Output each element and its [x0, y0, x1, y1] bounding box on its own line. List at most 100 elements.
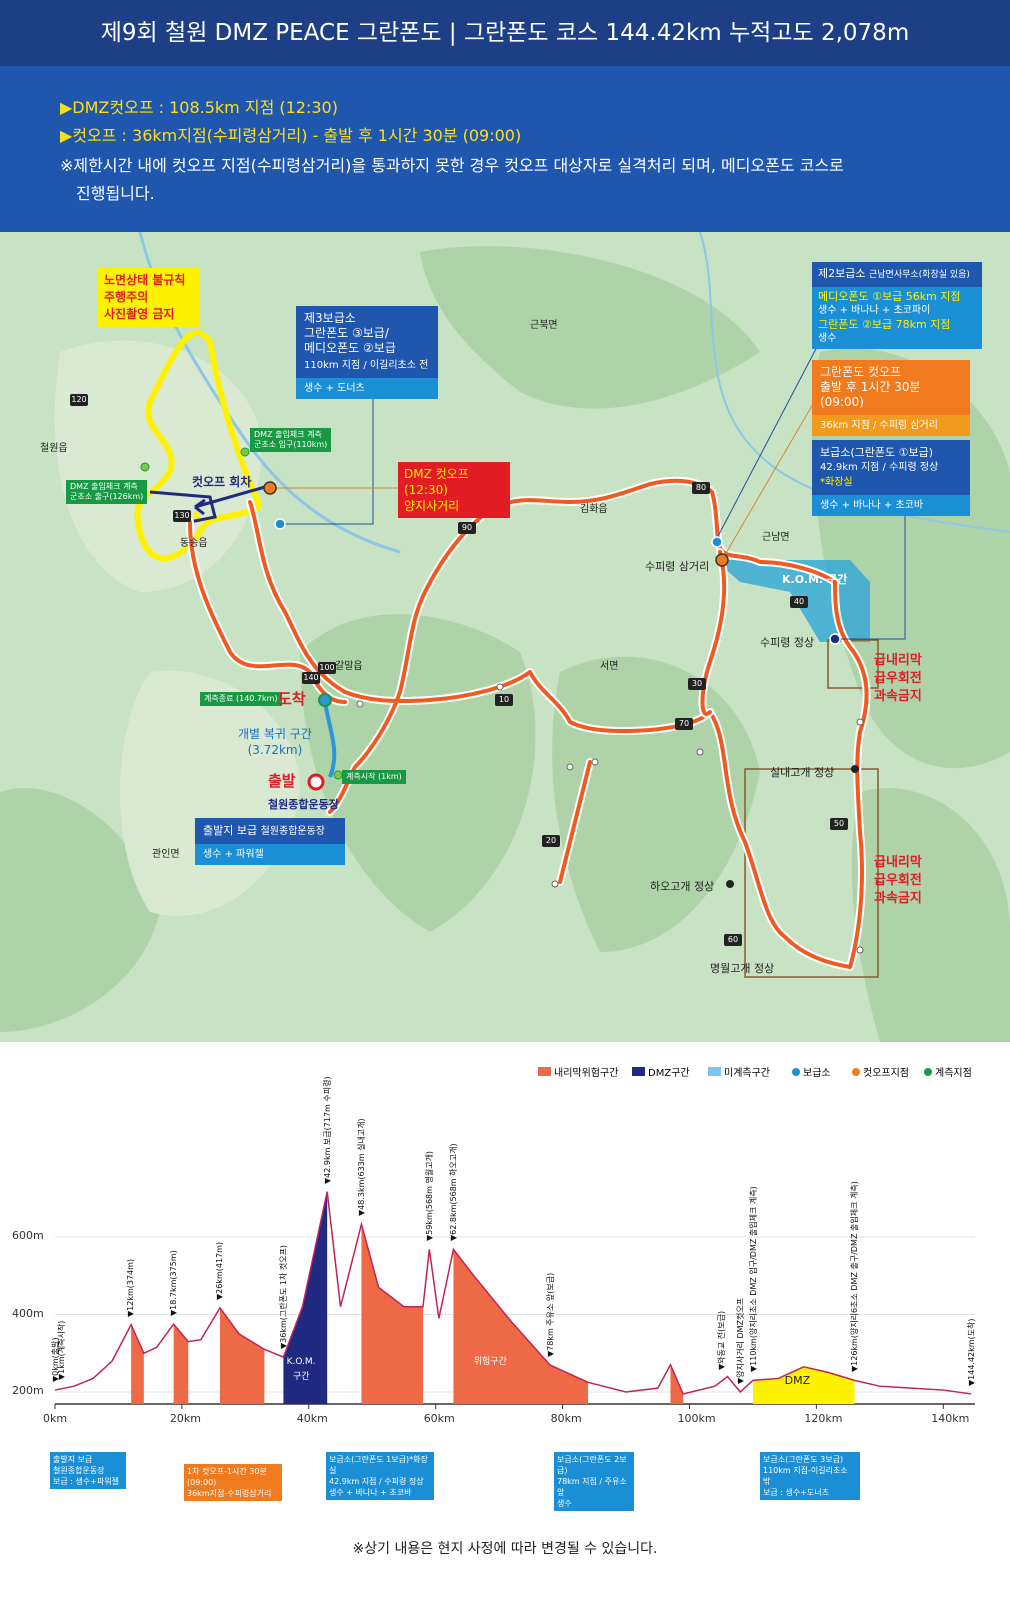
supiryeong-summit-label: 수피령 정상 — [760, 636, 815, 649]
danger-zone — [173, 1324, 189, 1404]
kom-zone-label: K.O.M. — [286, 1357, 316, 1367]
supply2-box: 제2보급소 근남면사무소(화장실 있음) 메디오폰도 ①보급 56km 지점 생… — [812, 262, 982, 349]
dmz-zone — [752, 1366, 855, 1404]
km-marker: 90 — [458, 522, 476, 534]
km-marker: 60 — [724, 934, 742, 946]
peak-annotation: ▼1km(계측시작) — [57, 1320, 67, 1381]
peak-annotation: ▼48.3km(633m 실내고개) — [357, 1118, 367, 1217]
peak-annotation: ▼42.9km 보급(717m 수피령) — [323, 1076, 333, 1184]
silnae-summit-label: 실내고개 정상 — [770, 766, 835, 779]
town-label: 관인면 — [152, 849, 180, 860]
peak-annotation: ▼110km(양지리초소 DMZ 입구/DMZ 출입체크 계측) — [748, 1186, 758, 1373]
cutoff-turn-label: 컷오프 회차 — [192, 475, 252, 489]
town-label: 근북면 — [530, 320, 558, 331]
x-tick-label: 0km — [43, 1412, 68, 1425]
km-marker: 30 — [688, 678, 706, 690]
cutoff-notice-cont: 진행됩니다. — [76, 184, 155, 203]
km-marker: 20 — [542, 835, 560, 847]
x-tick-label: 60km — [423, 1412, 455, 1425]
supply1-box: 보급소(그란폰도 ①보급) 42.9km 지점 / 수피령 정상 *화장실 생수… — [812, 440, 970, 516]
peak-annotation: ▼와동교 전(보급) — [717, 1311, 727, 1371]
x-tick-label: 80km — [550, 1412, 582, 1425]
myeongwol-summit-label: 명월고개 정상 — [710, 962, 775, 975]
cutoff-notice: ※제한시간 내에 컷오프 지점(수피령삼거리)을 통과하지 못한 경우 컷오프 … — [60, 156, 844, 175]
map-canvas — [0, 232, 1010, 1042]
elevation-line — [54, 1191, 972, 1395]
y-tick-label: 400m — [12, 1306, 44, 1320]
gran-cutoff-box: 그란폰도 컷오프 출발 후 1시간 30분 (09:00) 36km 지점 / … — [812, 360, 970, 436]
timing-end-tag: 계측종료 (140.7km) — [200, 692, 282, 706]
kom-label: K.O.M. 구간 — [782, 573, 848, 586]
peak-annotation: ▼62.8km(568m 하오고개) — [449, 1143, 459, 1242]
dmz-cutoff-box: DMZ 컷오프(12:30) 양지사거리 — [398, 462, 510, 518]
dmz-cutoff-line: ▶DMZ컷오프 : 108.5km 지점 (12:30) — [60, 98, 338, 117]
legend-item: 미계측구간 — [708, 1064, 770, 1079]
peak-annotation: ▼144.42km(도착) — [967, 1318, 977, 1386]
haoh-summit-label: 하오고개 정상 — [650, 880, 715, 893]
kom-zone-label: 구간 — [292, 1372, 310, 1382]
km-marker: 130 — [173, 510, 191, 522]
start-supply-box: 출발지 보급 철원종합운동장 생수 + 파워젤 — [195, 818, 345, 865]
x-tick-label: 100km — [677, 1412, 716, 1425]
course-map: 철원읍 동송읍 갈말읍 근남면 김화읍 서면 관인면 근북면 120 130 1… — [0, 232, 1010, 1042]
legend-item: 계측지점 — [924, 1064, 972, 1079]
separate-return-label: 개별 복귀 구간(3.72km) — [238, 727, 312, 757]
km-marker: 80 — [692, 482, 710, 494]
supply3-box: 제3보급소 그란폰도 ③보급/ 메디오폰도 ②보급 110km 지점 / 이길리… — [296, 306, 438, 399]
danger-zone — [361, 1224, 423, 1404]
peak-annotation: ▼18.7km(375m) — [168, 1250, 178, 1317]
stadium-label: 철원종합운동장 — [268, 798, 339, 811]
km-marker: 40 — [790, 596, 808, 608]
town-label: 김화읍 — [580, 504, 608, 515]
town-label: 갈말읍 — [335, 661, 363, 672]
town-label: 철원읍 — [40, 443, 68, 454]
town-label: 동송읍 — [180, 538, 208, 549]
cutoff-line: ▶컷오프 : 36km지점(수피령삼거리) - 출발 후 1시간 30분 (09… — [60, 126, 522, 145]
dmz-warning-box: 노면상태 불규칙 주행주의 사진촬영 금지 — [98, 268, 200, 327]
dmz-zone-label: DMZ — [784, 1374, 811, 1387]
x-tick-label: 20km — [169, 1412, 201, 1425]
timing-start-tag: 계측시작 (1km) — [342, 770, 406, 784]
x-tick-label: 140km — [931, 1412, 970, 1425]
elevation-chart — [54, 1191, 975, 1409]
peak-annotation: ▼78km 주유소 앞(보급) — [545, 1272, 555, 1357]
town-label: 서면 — [600, 661, 619, 672]
km-marker: 70 — [675, 718, 693, 730]
town-label: 근남면 — [762, 532, 790, 543]
legend-item: DMZ구간 — [632, 1064, 690, 1079]
km-marker: 10 — [495, 694, 513, 706]
km-marker: 120 — [70, 394, 88, 406]
danger-zone — [131, 1324, 144, 1404]
supiryeong-junction-label: 수피령 삼거리 — [645, 560, 710, 573]
footnote: ※상기 내용은 현지 사정에 따라 변경될 수 있습니다. — [352, 1541, 658, 1557]
peak-annotation: ▼12km(374m) — [126, 1258, 136, 1317]
danger-zone — [670, 1364, 684, 1404]
km-marker: 100 — [318, 662, 336, 674]
peak-annotation: ▼59km(568m 명월고개) — [425, 1151, 435, 1242]
km-marker: 50 — [830, 818, 848, 830]
arrival-label: 도착 — [278, 690, 306, 708]
legend-item: 보급소 — [792, 1064, 831, 1079]
x-tick-label: 40km — [296, 1412, 328, 1425]
danger-zone-label: 위험구간 — [473, 1357, 507, 1367]
cutoff-info-panel: ▶DMZ컷오프 : 108.5km 지점 (12:30) ▶컷오프 : 36km… — [0, 66, 1010, 232]
peak-annotation: ▼26km(417m) — [214, 1241, 224, 1300]
km-marker: 140 — [302, 672, 320, 684]
peak-annotation: ▼양지사거리 DMZ컷오프 — [736, 1297, 746, 1384]
danger-zone — [453, 1249, 588, 1404]
x-tick-label: 120km — [804, 1412, 843, 1425]
danger-zone — [219, 1307, 265, 1404]
page-title: 제9회 철원 DMZ PEACE 그란폰도 | 그란폰도 코스 144.42km… — [0, 0, 1010, 66]
y-tick-label: 600m — [12, 1229, 44, 1242]
legend-item: 컷오프지점 — [852, 1064, 909, 1079]
cutoff-note: 1차 컷오프-1시간 30분(09:00)36km지점-수피령삼거리 — [184, 1464, 282, 1501]
departure-label: 출발 — [268, 772, 296, 790]
peak-annotation: ▼126km(양지리6초소 DMZ 출구/DMZ 출입체크 계측) — [850, 1181, 860, 1373]
